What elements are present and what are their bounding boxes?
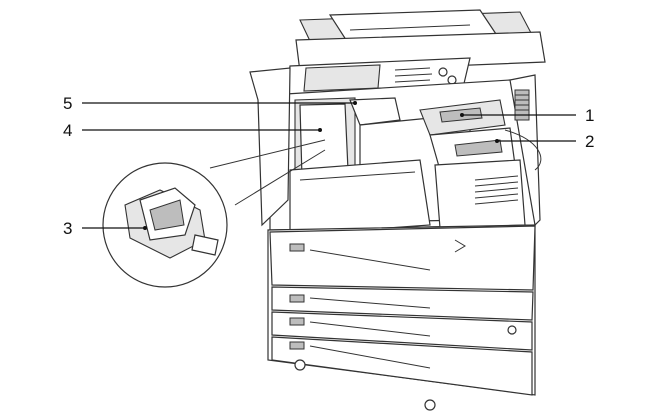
document-feeder <box>295 9 546 73</box>
callout-5: 5 <box>63 94 73 113</box>
main-body <box>249 67 542 236</box>
paper-trays <box>267 224 536 411</box>
callout-3: 3 <box>63 219 73 238</box>
callout-4: 4 <box>63 121 73 140</box>
callout-2: 2 <box>585 132 595 151</box>
leader-lines <box>82 101 576 230</box>
callout-1: 1 <box>585 106 595 125</box>
staple-cartridge-inset <box>102 139 326 288</box>
